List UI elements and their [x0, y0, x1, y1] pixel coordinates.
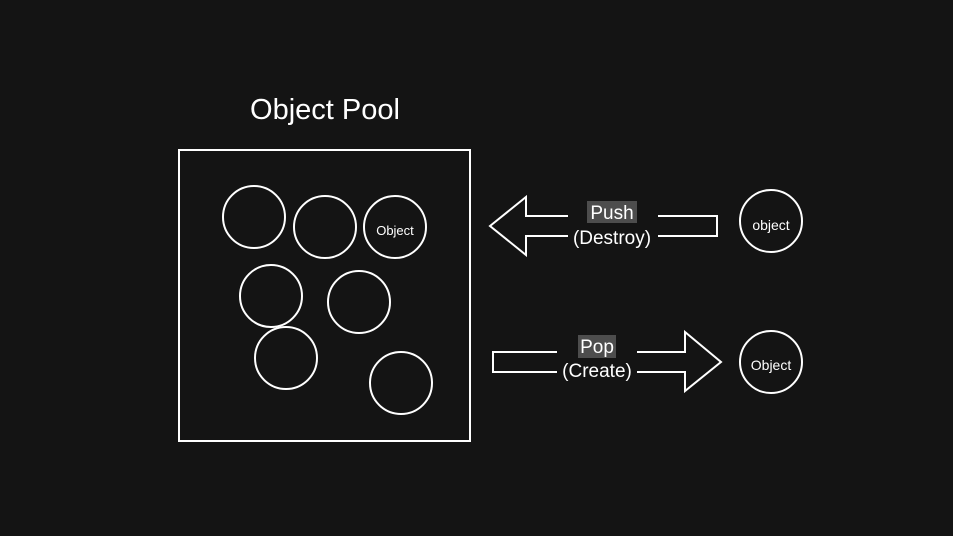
push-arrow-group: Push (Destroy) [488, 194, 718, 258]
push-object-label: object [752, 217, 789, 233]
push-label-highlight [587, 201, 637, 223]
pop-sublabel: (Create) [562, 361, 632, 382]
pool-object-labeled [363, 195, 427, 259]
pool-object-label: Object [376, 223, 414, 238]
pool-object [327, 270, 391, 334]
diagram-title: Object Pool [250, 94, 400, 126]
pop-label: Pop [580, 337, 614, 358]
pool-object [222, 185, 286, 249]
push-label: Push [590, 203, 633, 224]
pool-object [293, 195, 357, 259]
pool-object [369, 351, 433, 415]
pop-arrow-group: Pop (Create) [492, 329, 723, 394]
push-sublabel: (Destroy) [573, 228, 651, 249]
pop-object-label: Object [751, 357, 792, 373]
pool-container [178, 149, 471, 442]
pool-object [239, 264, 303, 328]
push-object [739, 189, 803, 253]
pop-arrow [492, 329, 723, 394]
push-arrow [488, 194, 718, 258]
pop-label-highlight [578, 335, 616, 358]
pool-object [254, 326, 318, 390]
pool-objects: Object [222, 185, 433, 415]
pop-object [739, 330, 803, 394]
